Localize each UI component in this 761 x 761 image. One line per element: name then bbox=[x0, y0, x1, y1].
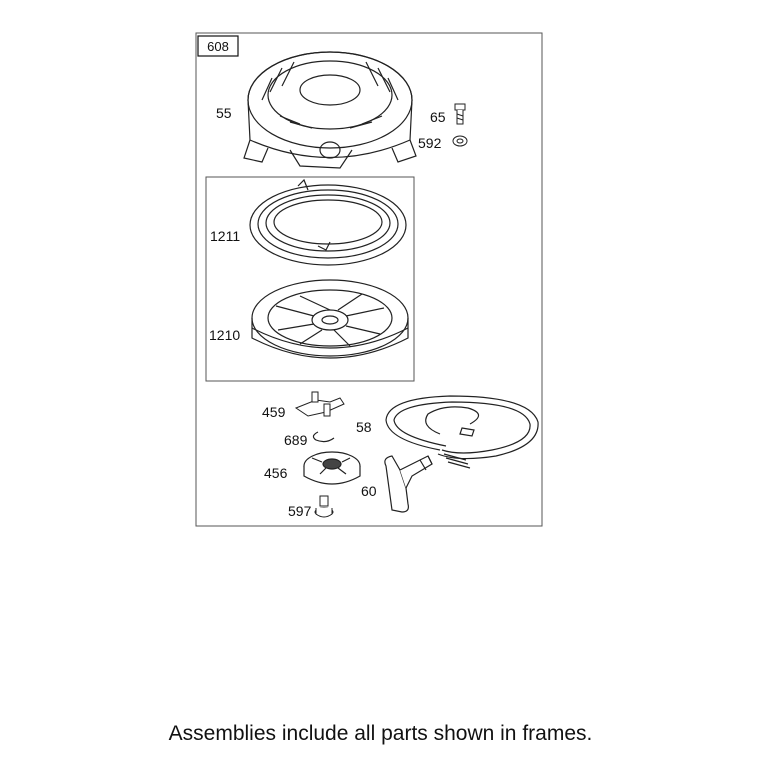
footnote: Assemblies include all parts shown in fr… bbox=[168, 722, 593, 745]
screw-part bbox=[314, 495, 334, 518]
part-label-689: 689 bbox=[284, 432, 308, 448]
pawl-part bbox=[294, 391, 345, 417]
part-label-65: 65 bbox=[430, 109, 446, 125]
starter-handle bbox=[384, 455, 433, 513]
part-label-1210: 1210 bbox=[209, 327, 240, 343]
part-label-1211: 1211 bbox=[210, 228, 240, 244]
bolt-part bbox=[454, 103, 466, 125]
part-label-60: 60 bbox=[361, 483, 377, 499]
ratchet-part bbox=[303, 451, 361, 485]
part-label-592: 592 bbox=[418, 135, 442, 151]
assembly-label: 608 bbox=[207, 39, 229, 54]
subassembly-frame bbox=[205, 176, 415, 382]
assembly-label-box bbox=[197, 35, 239, 57]
part-label-456: 456 bbox=[264, 465, 288, 481]
part-label-55: 55 bbox=[216, 105, 232, 121]
assembly-frame bbox=[195, 32, 543, 527]
part-label-597: 597 bbox=[288, 503, 312, 519]
starter-pulley bbox=[251, 279, 409, 359]
rewind-spring bbox=[249, 178, 407, 266]
retainer-clip bbox=[312, 431, 335, 443]
starter-rope bbox=[385, 395, 539, 469]
starter-housing bbox=[243, 51, 417, 169]
part-label-459: 459 bbox=[262, 404, 286, 420]
nut-part bbox=[452, 135, 468, 147]
part-label-58: 58 bbox=[356, 419, 372, 435]
